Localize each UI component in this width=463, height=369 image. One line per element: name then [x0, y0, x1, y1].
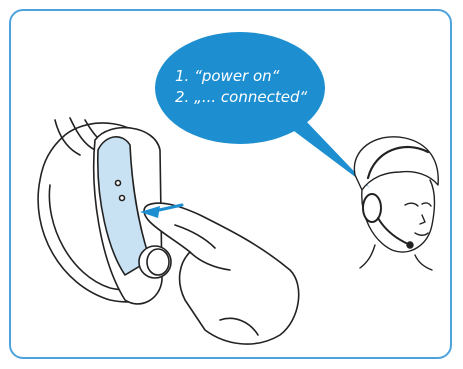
speech-bubble-icon	[155, 32, 370, 188]
instruction-line-1: 1. “power on“	[175, 66, 325, 87]
instruction-line-2: 2. „... connected“	[175, 87, 325, 108]
speech-bubble-text: 1. “power on“ 2. „... connected“	[175, 66, 325, 108]
person-wearing-headset-icon	[354, 137, 438, 270]
